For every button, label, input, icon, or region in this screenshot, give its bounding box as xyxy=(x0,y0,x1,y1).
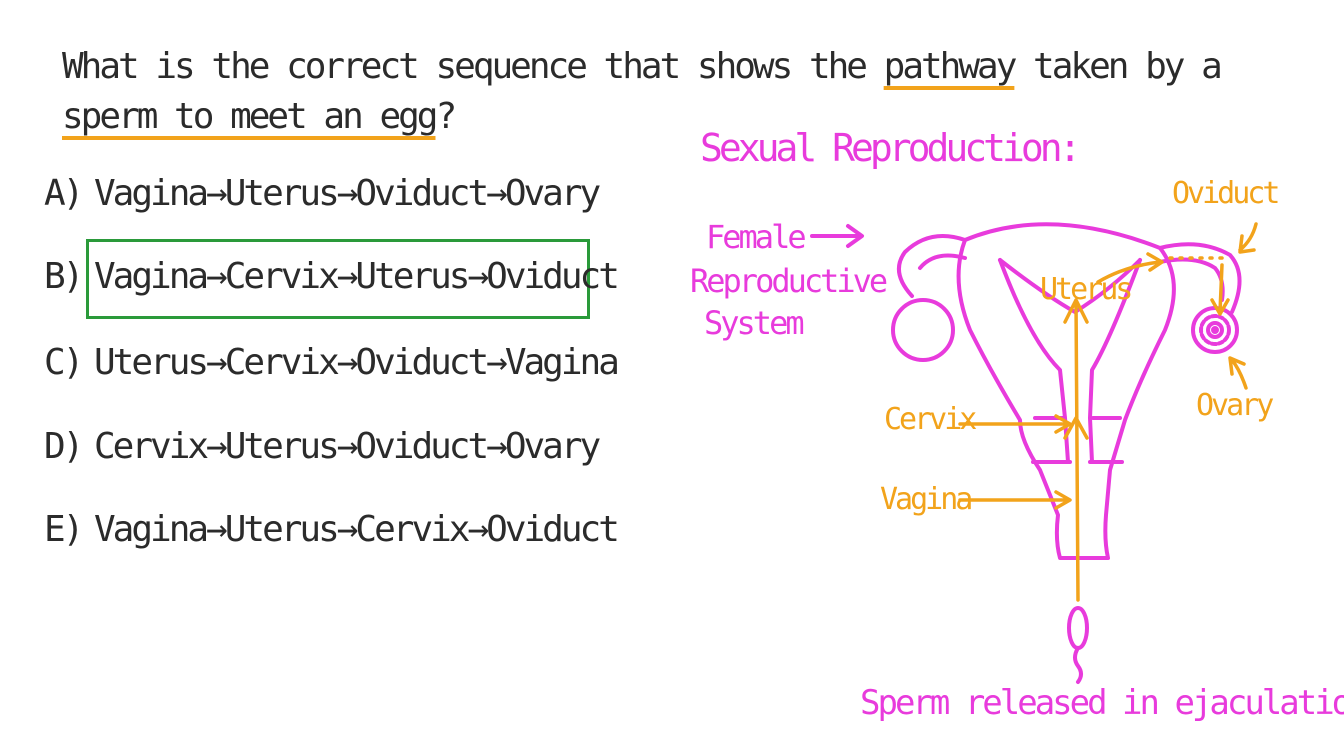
right-oviduct xyxy=(1158,242,1242,314)
uterus-inner-right xyxy=(1088,258,1142,464)
uterus-inner-left xyxy=(998,258,1070,464)
left-oviduct xyxy=(896,234,967,298)
option-d-letter: D) xyxy=(44,426,84,467)
system-label: System xyxy=(704,304,805,342)
cervix-arrowhead xyxy=(1063,416,1089,440)
question-part-3: ? xyxy=(435,96,457,137)
sperm-pathway-arrow xyxy=(1063,298,1089,602)
vagina-label: Vagina xyxy=(880,482,973,517)
diagram-title: Sexual Reproduction: xyxy=(700,126,1082,170)
question-highlight-pathway: pathway xyxy=(883,46,1018,87)
option-a-letter: A) xyxy=(44,173,84,214)
question-highlight-sperm-egg: sperm to meet an egg xyxy=(62,96,438,137)
question-text: What is the correct sequence that shows … xyxy=(62,42,1312,142)
ovary-pointer xyxy=(1228,356,1248,390)
left-oviduct-inner xyxy=(918,253,967,270)
sperm-head xyxy=(1067,606,1089,650)
uterus-pointer xyxy=(1096,252,1164,284)
correct-answer-box xyxy=(86,239,590,319)
oviduct-pointer xyxy=(1238,222,1258,254)
question-part-1: What is the correct sequence that shows … xyxy=(62,46,884,87)
female-label: Female xyxy=(706,218,807,256)
reproductive-label: Reproductive xyxy=(690,262,888,300)
cervix-label: Cervix xyxy=(884,402,977,437)
egg-pointer xyxy=(1210,263,1230,316)
vagina-pointer xyxy=(958,490,1072,510)
ovary-label: Ovary xyxy=(1196,388,1274,423)
sperm-tail xyxy=(1073,646,1083,684)
right-ovary-follicle-ring xyxy=(1199,314,1231,346)
sperm-label: Sperm released in ejaculation xyxy=(860,683,1344,723)
option-b-text: Vagina→Cervix→Uterus→Oviduct xyxy=(94,256,620,297)
option-c[interactable]: C)Uterus→Cervix→Oviduct→Vagina xyxy=(44,333,620,393)
option-c-letter: C) xyxy=(44,342,84,383)
option-e-text: Vagina→Uterus→Cervix→Oviduct xyxy=(94,509,620,550)
option-c-text: Uterus→Cervix→Oviduct→Vagina xyxy=(94,342,620,383)
left-ovary xyxy=(891,298,955,362)
option-b-letter: B) xyxy=(44,256,84,297)
cervix-pointer xyxy=(958,414,1072,434)
option-b[interactable]: B)Vagina→Cervix→Uterus→Oviduct xyxy=(44,247,620,307)
oviduct-label: Oviduct xyxy=(1172,176,1280,211)
female-label-arrow xyxy=(810,224,864,248)
egg xyxy=(1206,321,1224,339)
egg-nucleus xyxy=(1211,326,1219,334)
option-e[interactable]: E)Vagina→Uterus→Cervix→Oviduct xyxy=(44,500,620,560)
option-a-text: Vagina→Uterus→Oviduct→Ovary xyxy=(94,173,601,214)
option-d-text: Cervix→Uterus→Oviduct→Ovary xyxy=(94,426,601,467)
option-d[interactable]: D)Cervix→Uterus→Oviduct→Ovary xyxy=(44,417,601,477)
option-a[interactable]: A)Vagina→Uterus→Oviduct→Ovary xyxy=(44,164,601,224)
option-e-letter: E) xyxy=(44,509,84,550)
uterus-label: Uterus xyxy=(1040,272,1133,307)
question-part-2: taken by a xyxy=(1014,46,1223,87)
